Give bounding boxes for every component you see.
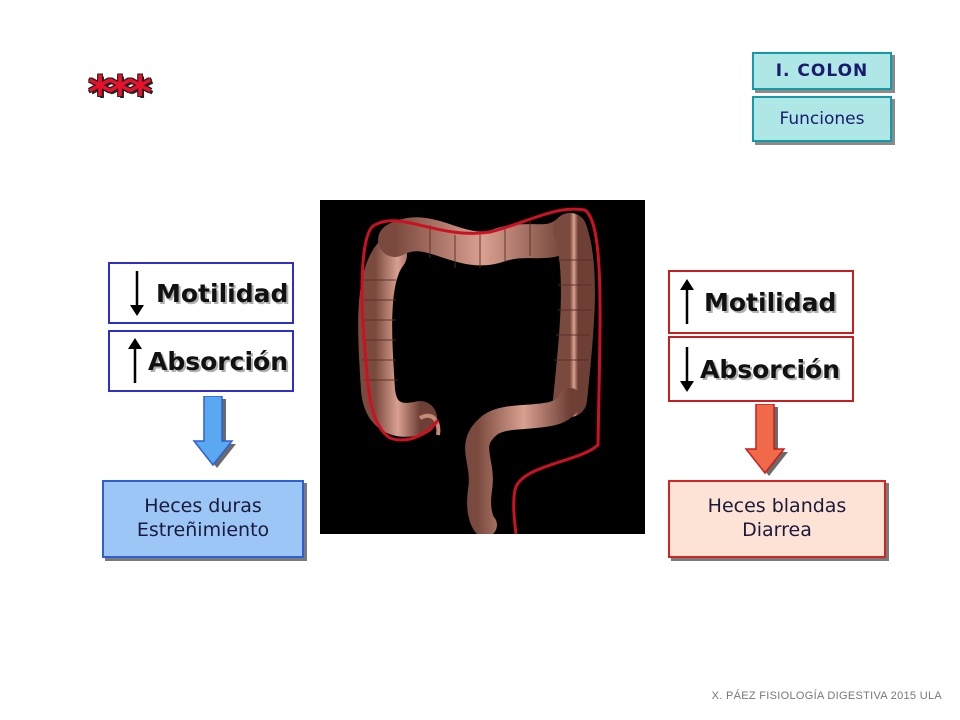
left-absorption-box: Absorción bbox=[108, 330, 294, 392]
footer-credit: X. PÁEZ FISIOLOGÍA DIGESTIVA 2015 ULA bbox=[711, 690, 942, 702]
colon-drawing bbox=[358, 207, 602, 537]
left-motility-box: Motilidad bbox=[108, 262, 294, 324]
subsection-badge[interactable]: Funciones bbox=[752, 96, 892, 142]
colon-illustration bbox=[320, 200, 645, 537]
right-result-box: Heces blandas Diarrea bbox=[668, 480, 886, 558]
left-absorption-label: Absorción bbox=[148, 346, 288, 376]
right-down-arrow-icon bbox=[744, 404, 788, 476]
right-result-line-2: Diarrea bbox=[742, 519, 812, 541]
arrow-down-icon bbox=[680, 347, 694, 392]
left-motility-label: Motilidad bbox=[156, 278, 289, 308]
section-label: I. COLON bbox=[775, 61, 869, 81]
arrow-up-icon bbox=[128, 338, 142, 383]
left-result-line-2: Estreñimiento bbox=[136, 519, 270, 541]
right-result-line-1: Heces blandas bbox=[707, 495, 847, 518]
left-result-box: Heces duras Estreñimiento bbox=[102, 480, 304, 558]
arrow-up-icon bbox=[680, 279, 694, 324]
section-badge[interactable]: I. COLON bbox=[752, 52, 892, 90]
right-absorption-label: Absorción bbox=[700, 354, 840, 384]
right-absorption-box: Absorción bbox=[668, 336, 854, 402]
right-motility-box: Motilidad bbox=[668, 270, 854, 334]
subsection-label: Funciones bbox=[779, 109, 865, 129]
stars-icon: *** bbox=[88, 66, 152, 120]
arrow-down-icon bbox=[130, 271, 144, 316]
left-down-arrow-icon bbox=[192, 396, 236, 468]
left-result-line-1: Heces duras bbox=[144, 495, 262, 518]
right-motility-label: Motilidad bbox=[704, 287, 837, 317]
